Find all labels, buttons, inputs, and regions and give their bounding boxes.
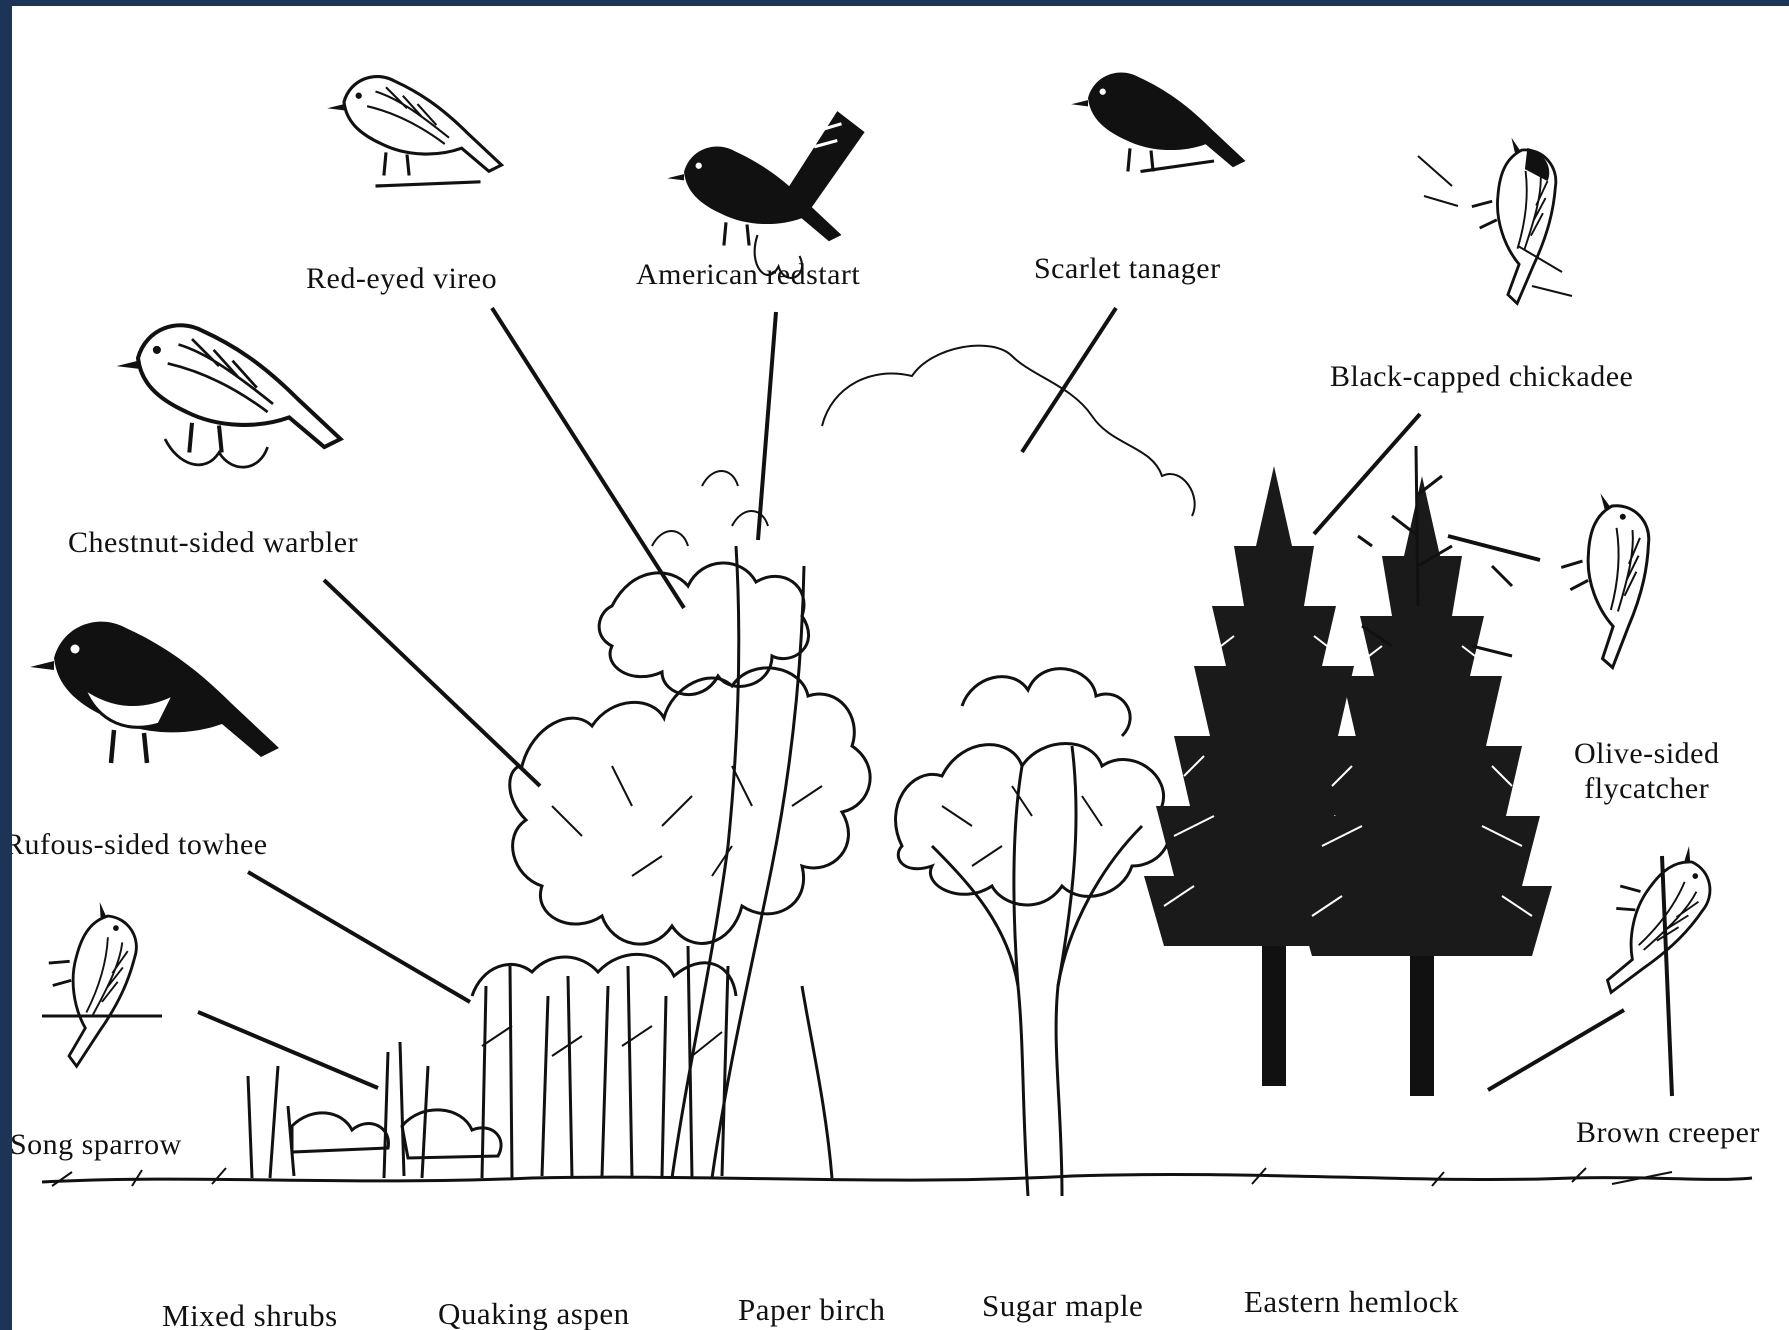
label-olive-sided-flycatcher-line1: Olive-sided bbox=[1574, 736, 1719, 771]
black-capped-chickadee-illustration bbox=[1454, 128, 1592, 307]
rufous-sided-towhee-illustration bbox=[30, 622, 279, 763]
label-black-capped-chickadee: Black-capped chickadee bbox=[1330, 362, 1633, 392]
label-mixed-shrubs: Mixed shrubs bbox=[162, 1300, 338, 1330]
label-song-sparrow: Song sparrow bbox=[12, 1130, 182, 1160]
label-scarlet-tanager: Scarlet tanager bbox=[1034, 254, 1221, 284]
label-olive-sided-flycatcher: Olive-sided flycatcher bbox=[1574, 736, 1719, 807]
illustration-panel: Red-eyed vireo American redstart Scarlet… bbox=[12, 6, 1789, 1330]
label-eastern-hemlock: Eastern hemlock bbox=[1244, 1286, 1459, 1317]
label-brown-creeper: Brown creeper bbox=[1576, 1118, 1760, 1148]
song-sparrow-illustration bbox=[40, 897, 156, 1068]
red-eyed-vireo-illustration bbox=[327, 77, 501, 186]
label-quaking-aspen: Quaking aspen bbox=[438, 1298, 630, 1329]
forest-layers-drawing bbox=[12, 6, 1789, 1330]
label-american-redstart: American redstart bbox=[636, 260, 860, 290]
label-rufous-sided-towhee: Rufous-sided towhee bbox=[12, 830, 268, 860]
label-red-eyed-vireo: Red-eyed vireo bbox=[306, 264, 497, 294]
olive-sided-flycatcher-illustration bbox=[1541, 482, 1691, 671]
brown-creeper-illustration bbox=[1602, 835, 1718, 1006]
label-olive-sided-flycatcher-line2: flycatcher bbox=[1574, 771, 1719, 806]
label-chestnut-sided-warbler: Chestnut-sided warbler bbox=[68, 528, 358, 558]
scarlet-tanager-illustration bbox=[1071, 73, 1245, 172]
american-redstart-illustration bbox=[667, 111, 864, 278]
chestnut-sided-warbler-illustration bbox=[116, 325, 340, 467]
label-sugar-maple: Sugar maple bbox=[982, 1290, 1143, 1321]
label-paper-birch: Paper birch bbox=[738, 1294, 886, 1325]
